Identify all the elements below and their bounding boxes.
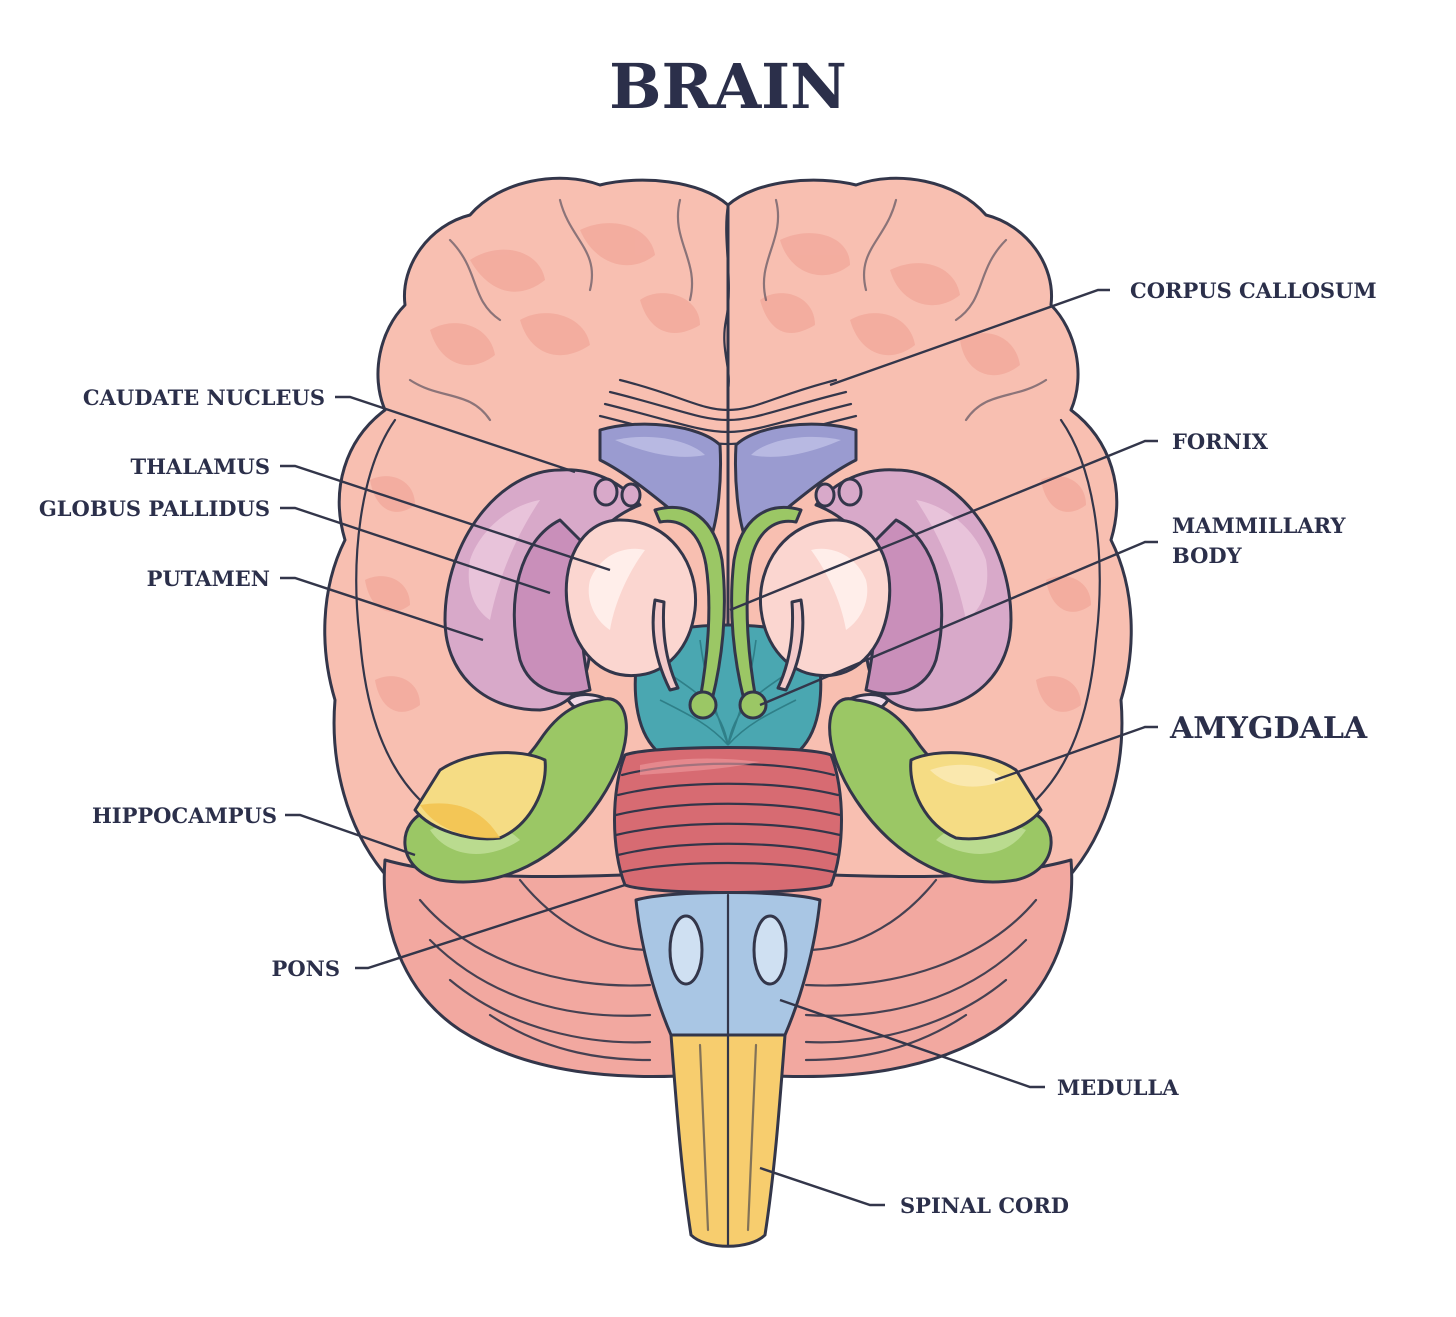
diagram-title: BRAIN [609, 50, 847, 123]
label-amygdala: AMYGDALA [1169, 711, 1368, 746]
leader-lines [280, 288, 1158, 1207]
leader-caudate-nucleus [335, 395, 576, 474]
label-corpus-callosum: CORPUS CALLOSUM [1130, 278, 1377, 303]
labels: CORPUS CALLOSUM CAUDATE NUCLEUS THALAMUS… [39, 278, 1377, 1218]
fornix [653, 505, 803, 720]
leader-thalamus [280, 464, 611, 572]
label-mammillary-body-line1: MAMMILLARY [1172, 513, 1346, 538]
leader-corpus-callosum [829, 288, 1110, 387]
leader-amygdala [994, 725, 1158, 782]
medulla [634, 891, 822, 1037]
leader-hippocampus [285, 813, 416, 857]
label-medulla: MEDULLA [1057, 1075, 1179, 1100]
pons [613, 746, 843, 894]
label-spinal-cord: SPINAL CORD [900, 1193, 1069, 1218]
leader-putamen [280, 576, 484, 642]
label-fornix: FORNIX [1172, 429, 1269, 454]
leader-spinal-cord [759, 1166, 885, 1207]
label-mammillary-body-line2: BODY [1172, 543, 1243, 568]
cerebrum [323, 176, 1133, 882]
label-putamen: PUTAMEN [147, 566, 270, 591]
label-hippocampus: HIPPOCAMPUS [92, 803, 277, 828]
leader-pons [355, 883, 626, 970]
leader-mammillary-body [759, 540, 1158, 707]
label-pons: PONS [272, 956, 340, 981]
label-globus-pallidus: GLOBUS PALLIDUS [39, 496, 270, 521]
leader-globus-pallidus [280, 506, 551, 595]
spinal-cord [669, 1033, 787, 1248]
amygdala-left [413, 751, 547, 841]
label-thalamus: THALAMUS [130, 454, 270, 479]
leader-fornix [729, 439, 1158, 612]
label-caudate-nucleus: CAUDATE NUCLEUS [83, 385, 325, 410]
leader-medulla [779, 998, 1045, 1089]
